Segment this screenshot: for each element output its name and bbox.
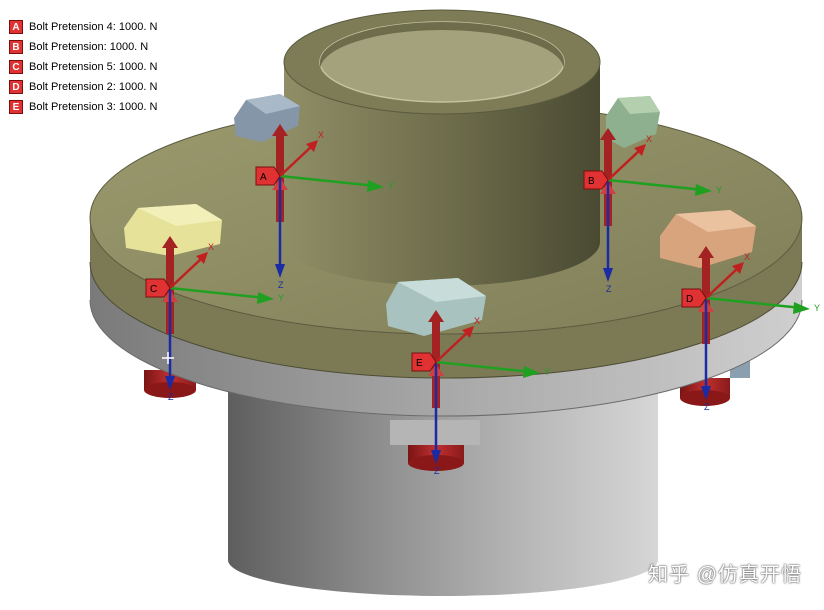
y-axis-head xyxy=(793,302,810,314)
z-axis-label: Z xyxy=(704,402,710,412)
y-axis-label: Y xyxy=(388,181,394,191)
x-axis-line xyxy=(607,149,641,181)
marker-tag xyxy=(145,278,171,298)
x-axis-head xyxy=(306,140,318,152)
nut-top-c xyxy=(124,204,222,256)
y-axis-line xyxy=(607,178,705,192)
marker-tag-letter: C xyxy=(150,284,157,295)
legend-row-d[interactable]: D Bolt Pretension 2: 1000. N xyxy=(9,77,157,97)
nut-top-d xyxy=(660,210,756,268)
nut-top-e xyxy=(386,278,486,336)
legend-label: Bolt Pretension 3: 1000. N xyxy=(29,101,158,113)
bolt-marker-e[interactable]: Z Y X E xyxy=(411,310,550,476)
legend-label: Bolt Pretension 5: 1000. N xyxy=(29,61,158,73)
x-axis-label: X xyxy=(318,130,324,140)
marker-tag-letter: D xyxy=(686,294,693,305)
x-axis-label: X xyxy=(474,316,480,326)
arrow-head-up xyxy=(600,128,616,140)
legend-row-b[interactable]: B Bolt Pretension: 1000. N xyxy=(9,37,157,57)
top-nuts xyxy=(124,94,756,336)
marker-tag xyxy=(583,170,609,190)
y-axis-head xyxy=(695,184,712,196)
marker-tag-letter: E xyxy=(416,358,423,369)
z-axis-label: Z xyxy=(434,466,440,476)
nut-top-b xyxy=(606,96,660,148)
legend-badge: C xyxy=(9,60,23,74)
x-axis-line xyxy=(279,145,313,177)
y-axis-head xyxy=(257,292,274,304)
arrow-head-up xyxy=(272,124,288,136)
marker-tag xyxy=(411,352,437,372)
z-axis-label: Z xyxy=(606,284,612,294)
x-axis-label: X xyxy=(208,242,214,252)
bolt-marker-b[interactable]: Z Y X B xyxy=(583,128,722,294)
legend-row-c[interactable]: C Bolt Pretension 5: 1000. N xyxy=(9,57,157,77)
y-axis-line xyxy=(435,360,533,374)
z-axis-label: Z xyxy=(278,280,284,290)
x-axis-label: X xyxy=(646,134,652,144)
y-axis-line xyxy=(279,174,377,188)
marker-tag-letter: B xyxy=(588,176,595,187)
y-axis-head xyxy=(367,180,384,192)
watermark: 知乎 @仿真开悟 xyxy=(648,564,802,586)
y-axis-label: Y xyxy=(544,367,550,377)
legend-badge: E xyxy=(9,100,23,114)
arrow-head-up xyxy=(698,246,714,258)
bolt-marker-a[interactable]: Z Y X A xyxy=(255,124,394,290)
arrow-head-up xyxy=(428,310,444,322)
x-axis-line xyxy=(705,267,739,299)
x-axis-line xyxy=(435,331,469,363)
y-axis-head xyxy=(523,366,540,378)
y-axis-label: Y xyxy=(716,185,722,195)
boundary-condition-legend: A Bolt Pretension 4: 1000. N B Bolt Pret… xyxy=(9,17,157,117)
arrow-head-up xyxy=(162,236,178,248)
marker-tag xyxy=(681,288,707,308)
z-axis-head xyxy=(701,386,711,400)
legend-badge: D xyxy=(9,80,23,94)
marker-tag xyxy=(255,166,281,186)
x-axis-head xyxy=(462,326,474,338)
legend-label: Bolt Pretension 4: 1000. N xyxy=(29,21,158,33)
y-axis-label: Y xyxy=(814,303,820,313)
z-axis-head xyxy=(431,450,441,464)
x-axis-head xyxy=(196,252,208,264)
central-boss[interactable] xyxy=(283,9,601,286)
z-axis-label: Z xyxy=(168,392,174,402)
z-axis-head xyxy=(165,376,175,390)
y-axis-line xyxy=(169,286,267,300)
legend-label: Bolt Pretension 2: 1000. N xyxy=(29,81,158,93)
legend-badge: B xyxy=(9,40,23,54)
x-axis-label: X xyxy=(744,252,750,262)
legend-label: Bolt Pretension: 1000. N xyxy=(29,41,149,53)
y-axis-line xyxy=(705,296,803,310)
bolt-marker-d[interactable]: Z Y X D xyxy=(681,246,820,412)
legend-row-a[interactable]: A Bolt Pretension 4: 1000. N xyxy=(9,17,157,37)
x-axis-line xyxy=(169,257,203,289)
marker-tag-letter: A xyxy=(260,172,267,183)
legend-row-e[interactable]: E Bolt Pretension 3: 1000. N xyxy=(9,97,157,117)
z-axis-head xyxy=(275,264,285,278)
y-axis-label: Y xyxy=(278,293,284,303)
x-axis-head xyxy=(634,144,646,156)
x-axis-head xyxy=(732,262,744,274)
legend-badge: A xyxy=(9,20,23,34)
z-axis-head xyxy=(603,268,613,282)
cursor-crosshair xyxy=(162,352,174,364)
